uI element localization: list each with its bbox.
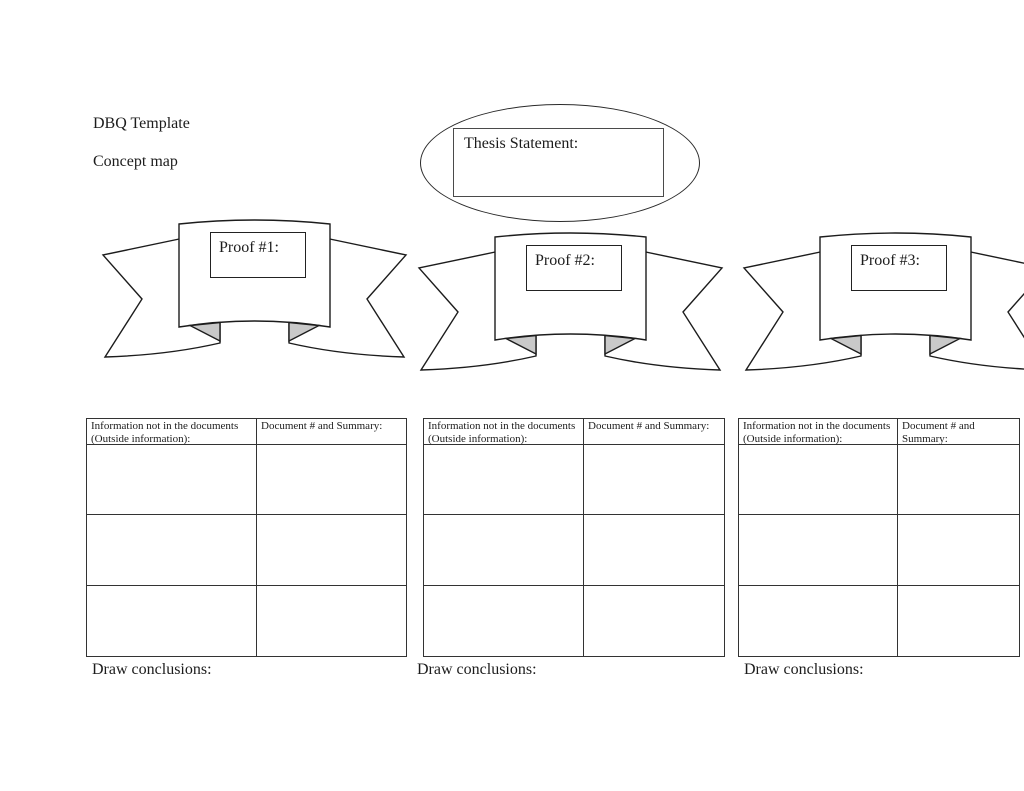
proof-1-input-box[interactable]: Proof #1: bbox=[210, 232, 306, 278]
document-title-line2: Concept map bbox=[93, 153, 178, 170]
thesis-label: Thesis Statement: bbox=[464, 135, 579, 152]
proof-banner-1: Proof #1: bbox=[98, 218, 410, 368]
table-cell[interactable] bbox=[898, 445, 1019, 516]
draw-conclusions-label: Draw conclusions: bbox=[744, 661, 864, 678]
table-cell[interactable] bbox=[87, 515, 257, 586]
table-cell[interactable] bbox=[739, 585, 898, 656]
draw-conclusions-label: Draw conclusions: bbox=[92, 661, 212, 678]
table-cell[interactable] bbox=[898, 515, 1019, 586]
table-cell[interactable] bbox=[424, 515, 584, 586]
proof-banner-2: Proof #2: bbox=[414, 231, 726, 381]
proof-3-input-box[interactable]: Proof #3: bbox=[851, 245, 947, 291]
proof-banner-3: Proof #3: bbox=[739, 231, 1024, 381]
evidence-table-1: Information not in the documents (Outsid… bbox=[86, 418, 407, 657]
document-title: DBQ Template Concept map bbox=[93, 114, 190, 171]
draw-conclusions-label: Draw conclusions: bbox=[417, 661, 537, 678]
table-cell[interactable] bbox=[257, 586, 406, 656]
table-cell[interactable] bbox=[739, 445, 898, 516]
col-header-outside-info: Information not in the documents (Outsid… bbox=[424, 419, 584, 445]
document-title-line1: DBQ Template bbox=[93, 115, 190, 132]
table-cell[interactable] bbox=[584, 445, 724, 516]
proof-1-label: Proof #1: bbox=[219, 239, 279, 256]
table-cell[interactable] bbox=[584, 586, 724, 656]
table-cell[interactable] bbox=[898, 586, 1019, 656]
table-cell[interactable] bbox=[87, 445, 257, 516]
table-cell[interactable] bbox=[739, 515, 898, 586]
evidence-table-2: Information not in the documents (Outsid… bbox=[423, 418, 725, 657]
table-cell[interactable] bbox=[87, 585, 257, 656]
col-header-document-summary: Document # and Summary: bbox=[584, 419, 724, 445]
col-header-document-summary: Document # and Summary: bbox=[898, 419, 1019, 445]
col-header-outside-info: Information not in the documents (Outsid… bbox=[739, 419, 898, 445]
table-cell[interactable] bbox=[424, 585, 584, 656]
table-cell[interactable] bbox=[584, 515, 724, 586]
thesis-ellipse bbox=[420, 104, 700, 222]
col-header-outside-info: Information not in the documents (Outsid… bbox=[87, 419, 257, 445]
table-cell[interactable] bbox=[257, 515, 406, 586]
proof-3-label: Proof #3: bbox=[860, 252, 920, 269]
table-cell[interactable] bbox=[424, 445, 584, 516]
proof-2-label: Proof #2: bbox=[535, 252, 595, 269]
table-cell[interactable] bbox=[257, 445, 406, 516]
col-header-document-summary: Document # and Summary: bbox=[257, 419, 406, 445]
thesis-input-box[interactable]: Thesis Statement: bbox=[453, 128, 664, 197]
proof-2-input-box[interactable]: Proof #2: bbox=[526, 245, 622, 291]
evidence-table-3: Information not in the documents (Outsid… bbox=[738, 418, 1020, 657]
